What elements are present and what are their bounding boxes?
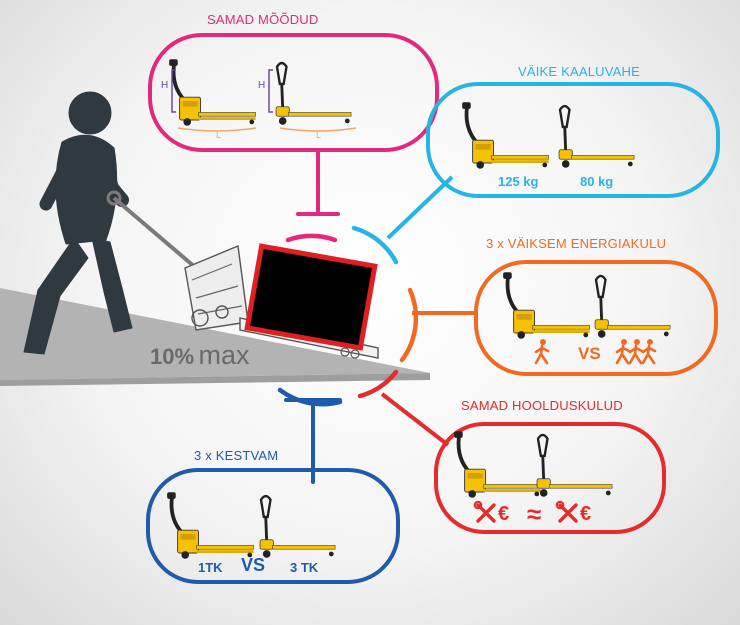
ramp-floor	[0, 288, 430, 380]
electric-truck-icon	[460, 100, 551, 171]
max-slope-label: 10% max	[150, 340, 250, 371]
load-box	[244, 243, 378, 351]
bubble-maintenance	[434, 422, 666, 534]
electric-truck-icon	[167, 57, 258, 128]
bubble-lifetime	[146, 468, 400, 584]
energy-vs: VS	[578, 344, 601, 363]
ramp-shadow	[0, 373, 430, 386]
electric-truck-icon	[501, 270, 592, 341]
height-bracket	[268, 69, 273, 113]
manual-truck-icon	[557, 104, 636, 170]
lifetime-vs: VS	[241, 555, 266, 575]
title-same-dimensions: SAMAD MÕÕDUD	[207, 12, 319, 27]
tiller-grip	[106, 190, 122, 206]
electric-truck-icon	[165, 490, 256, 561]
tools-icon	[473, 500, 496, 523]
person-icon	[534, 337, 550, 365]
length-label: L	[216, 130, 222, 140]
weight-electric: 125 kg	[498, 174, 539, 189]
length-label: L	[316, 130, 322, 140]
connector-maintenance	[380, 392, 450, 447]
title-lifetime: 3 x KESTVAM	[194, 448, 279, 463]
center-ring	[277, 225, 419, 407]
lifetime-manual-count: 3 TK	[290, 560, 319, 575]
title-energy: 3 x VÄIKSEM ENERGIAKULU	[486, 236, 667, 251]
title-weight: VÄIKE KAALUVAHE	[518, 64, 640, 79]
height-bracket	[171, 69, 176, 113]
bubble-same-dimensions	[148, 33, 439, 152]
tools-icon	[555, 500, 578, 523]
height-label: H	[161, 80, 169, 91]
bubble-energy	[474, 260, 718, 376]
manual-truck-icon	[535, 433, 614, 499]
person-icon	[615, 337, 631, 365]
slope-percent: 10%	[150, 344, 195, 369]
slope-max-word: max	[198, 340, 250, 370]
manual-truck-icon	[258, 494, 337, 560]
connector-weight	[386, 175, 454, 240]
tiller-handle	[112, 196, 198, 270]
height-label: H	[258, 80, 266, 91]
person-icon	[628, 337, 644, 365]
manual-truck-icon	[593, 274, 672, 340]
person-icon	[641, 337, 657, 365]
euro-sign: €	[498, 503, 510, 525]
euro-sign: €	[580, 503, 592, 525]
approx-sign: ≈	[527, 499, 542, 529]
lifetime-electric-count: 1TK	[198, 560, 223, 575]
bubble-weight	[426, 82, 720, 198]
length-bracket	[177, 127, 257, 132]
length-bracket	[279, 127, 357, 132]
manual-truck-icon	[274, 61, 353, 127]
electric-truck-icon	[452, 429, 543, 500]
title-maintenance: SAMAD HOOLDUSKULUD	[461, 398, 623, 413]
connector-dimensions	[296, 148, 340, 216]
weight-manual: 80 kg	[580, 174, 614, 189]
